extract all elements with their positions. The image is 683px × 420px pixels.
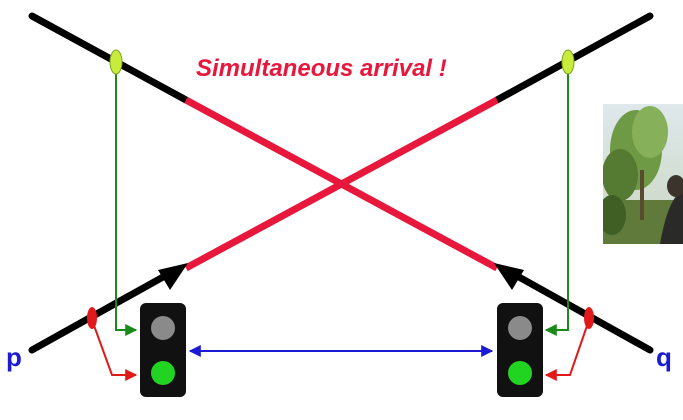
green-wire-left [115,60,138,336]
sensor-icon [561,49,575,75]
lamp-bottom-green [151,361,175,385]
left-signal[interactable] [140,303,186,397]
red-wire-left [91,319,138,381]
red-wire-right [544,319,590,381]
track-top-right [184,12,654,272]
lamp-top-off [151,316,175,340]
track-approach-right [494,263,654,354]
track-approach-left [28,263,188,354]
diagram-title: Simultaneous arrival ! [196,55,447,82]
detector-icon [87,307,97,329]
detector-icon [584,307,594,329]
label-q: q [656,342,672,372]
lamp-top-off [508,316,532,340]
tree-photo [603,104,683,244]
sensor-icon [109,49,123,75]
green-wire-right [544,60,569,336]
track-top-left [28,12,499,272]
lamp-bottom-green [508,361,532,385]
right-signal[interactable] [497,303,543,397]
label-p: p [6,342,22,372]
